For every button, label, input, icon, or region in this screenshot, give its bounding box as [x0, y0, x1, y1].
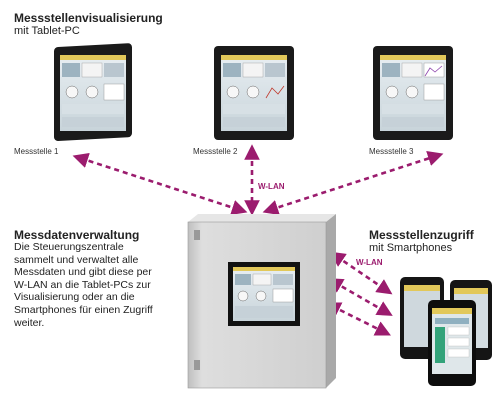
data-management-body: Die Steuerungszentrale sammelt und verwa…: [14, 241, 204, 329]
control-cabinet: [187, 214, 336, 389]
visualization-subtitle: mit Tablet-PC: [14, 25, 80, 37]
body-line: Smartphones für einen Zugriff: [14, 303, 153, 316]
station-label-2: Messstelle 2: [193, 147, 238, 156]
wlan-label-right: W-LAN: [356, 258, 383, 267]
data-management-title: Messdatenverwaltung: [14, 228, 140, 242]
body-line: sammelt und verwaltet alle: [14, 253, 139, 266]
station-label-3: Messstelle 3: [369, 147, 414, 156]
body-line: Die Steuerungszentrale: [14, 241, 124, 253]
wlan-label-top: W-LAN: [258, 182, 285, 191]
smartphones: [400, 277, 492, 386]
body-line: W-LAN an die Tablet-PCs zur: [14, 278, 151, 291]
visualization-title: Messstellenvisualisierung: [14, 11, 163, 25]
station-label-1: Messstelle 1: [14, 147, 59, 156]
body-line: Messdaten und gibt diese per: [14, 266, 152, 279]
body-line: weiter.: [14, 316, 45, 329]
smartphone-access-subtitle: mit Smartphones: [369, 242, 453, 254]
body-line: Visualisierung oder an die: [14, 291, 135, 304]
smartphone-access-title: Messstellenzugriff: [369, 228, 474, 242]
tablet-2: [214, 46, 294, 140]
tablet-1: [54, 43, 132, 141]
wlan-arrows: [72, 144, 444, 336]
tablet-3: [373, 46, 453, 140]
